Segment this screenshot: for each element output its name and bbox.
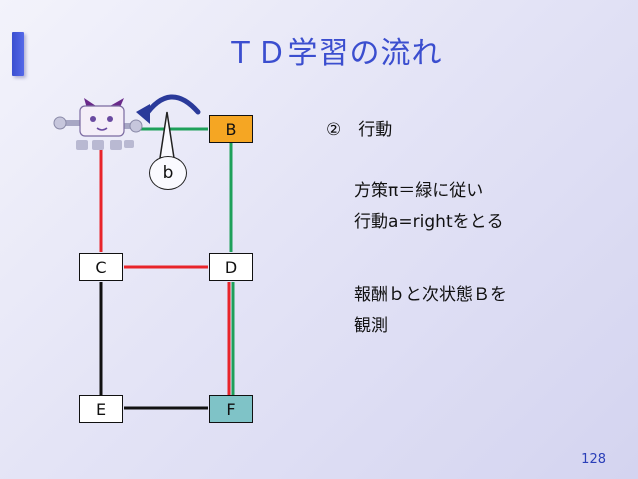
state-d-node: D — [209, 253, 253, 281]
callout-tail — [159, 111, 175, 159]
state-b-node: B — [209, 115, 253, 143]
robot-cat-icon — [53, 98, 143, 150]
curved-arrow-icon — [136, 94, 201, 124]
step-text-policy: 方策π＝緑に従い 行動a=rightをとる — [354, 176, 504, 237]
state-c-node: C — [79, 253, 123, 281]
step-line-2: 行動a=rightをとる — [354, 211, 504, 232]
state-f-node: F — [209, 395, 253, 423]
state-c-label: C — [95, 257, 107, 277]
state-d-label: D — [224, 257, 238, 277]
state-f-label: F — [226, 399, 236, 419]
step-line-4: 観測 — [354, 315, 388, 336]
step-heading: ② 行動 — [326, 120, 393, 140]
page-number: 128 — [581, 452, 606, 467]
step-line-1: 方策π＝緑に従い — [354, 181, 484, 201]
slide-title: ＴＤ学習の流れ — [225, 36, 443, 71]
state-e-node: E — [79, 395, 123, 423]
accent-bar — [12, 32, 24, 76]
state-b-label: B — [225, 119, 237, 139]
step-line-3: 報酬ｂと次状態Ｂを — [354, 285, 507, 305]
reward-callout-label: b — [162, 163, 174, 183]
reward-callout: b — [149, 156, 187, 190]
state-e-label: E — [95, 399, 107, 419]
step-text-observe: 報酬ｂと次状態Ｂを 観測 — [354, 280, 507, 341]
